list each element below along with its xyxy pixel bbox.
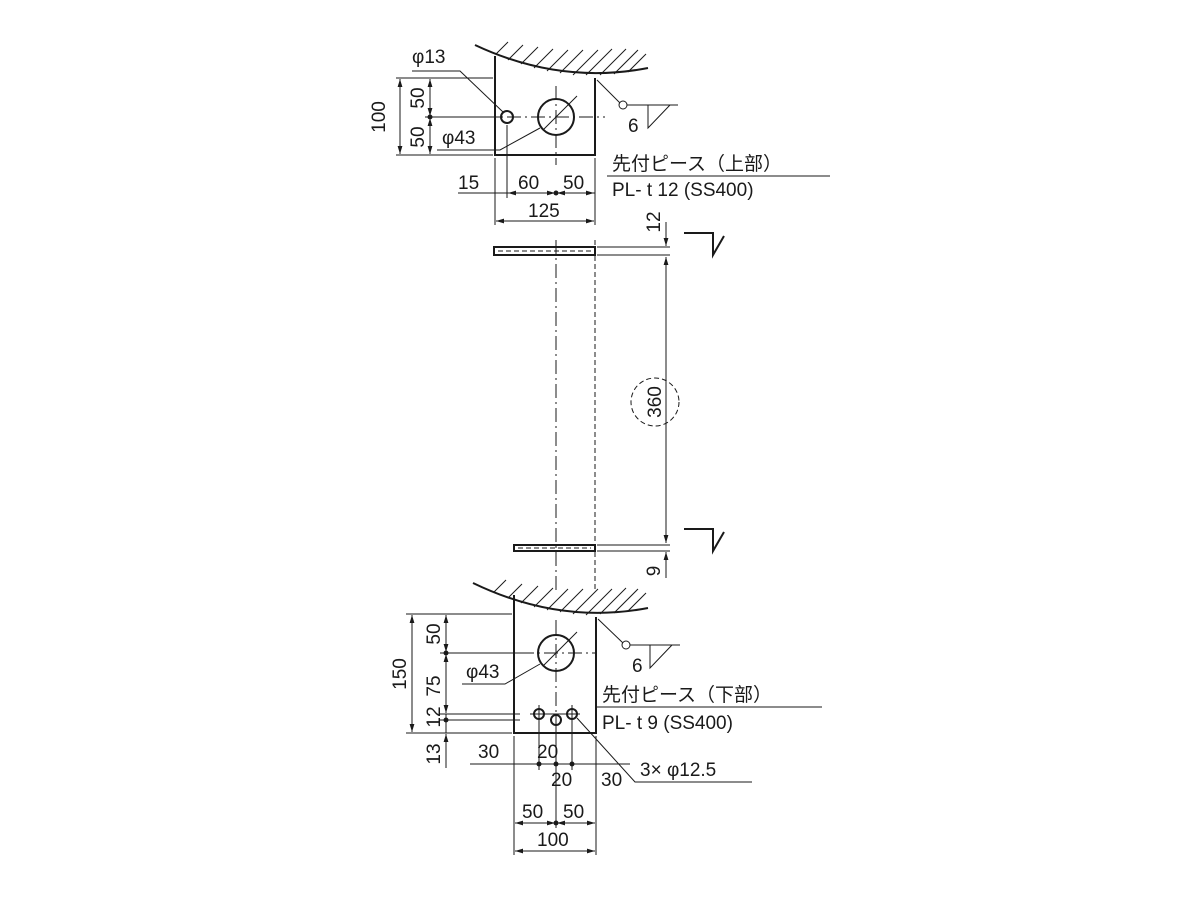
lower-weld-symbol: 6 (597, 618, 680, 677)
lower-dim-100: 100 (537, 830, 569, 851)
lower-dim-height-13: 13 (424, 743, 445, 764)
upper-weld-symbol: 6 (596, 79, 678, 137)
lower-dim-20-right: 20 (551, 770, 572, 791)
lower-dim-height-12: 12 (424, 706, 445, 727)
lower-bolt-hole-bottom (550, 714, 562, 726)
section-marker-bottom (684, 528, 725, 555)
lower-dim-30-left: 30 (478, 742, 499, 763)
upper-dim-height-100: 100 (369, 101, 390, 133)
upper-concrete-surface (474, 41, 649, 76)
lower-dim-20-left: 20 (537, 742, 558, 763)
section-dim-360: 360 (645, 386, 666, 418)
lower-dim-height-150: 150 (390, 658, 411, 690)
lower-piece: φ43 3× φ12.5 150 50 75 12 13 30 20 20 30 (390, 579, 822, 855)
lower-large-hole (537, 634, 575, 672)
upper-piece: φ13 φ43 100 50 50 15 60 50 125 6 (369, 41, 830, 225)
lower-dim-30-right: 30 (601, 770, 622, 791)
section-dim-9: 9 (644, 566, 665, 577)
lower-concrete-surface (472, 579, 649, 616)
section-dim-12: 12 (644, 211, 665, 232)
upper-dim-15: 15 (458, 173, 479, 194)
lower-dim-50-right: 50 (563, 802, 584, 823)
upper-large-hole (537, 98, 575, 136)
upper-dim-50: 50 (563, 173, 584, 194)
lower-dim-height-75: 75 (424, 675, 445, 696)
lower-plate-outline (513, 595, 597, 734)
upper-piece-title: 先付ピース（上部） (612, 153, 782, 175)
upper-large-hole-label: φ43 (442, 128, 475, 149)
upper-piece-spec: PL- t 12 (SS400) (612, 180, 754, 201)
lower-piece-title: 先付ピース（下部） (602, 684, 772, 706)
lower-weld-size: 6 (632, 656, 643, 677)
section-view: 12 360 9 (493, 211, 725, 590)
upper-dim-60: 60 (518, 173, 539, 194)
lower-dim-50-left: 50 (522, 802, 543, 823)
upper-dim-height-50b: 50 (408, 126, 429, 147)
lower-bolt-holes-label: 3× φ12.5 (640, 760, 716, 781)
upper-weld-size: 6 (628, 116, 639, 137)
upper-small-hole (500, 110, 514, 124)
upper-plate-outline (494, 56, 596, 156)
upper-small-hole-label: φ13 (412, 47, 445, 68)
upper-dim-height-50a: 50 (408, 87, 429, 108)
lower-large-hole-label: φ43 (466, 662, 499, 683)
lower-piece-spec: PL- t 9 (SS400) (602, 713, 733, 734)
section-marker-top (684, 232, 725, 259)
upper-dim-125: 125 (528, 201, 560, 222)
lower-dim-height-50: 50 (424, 623, 445, 644)
